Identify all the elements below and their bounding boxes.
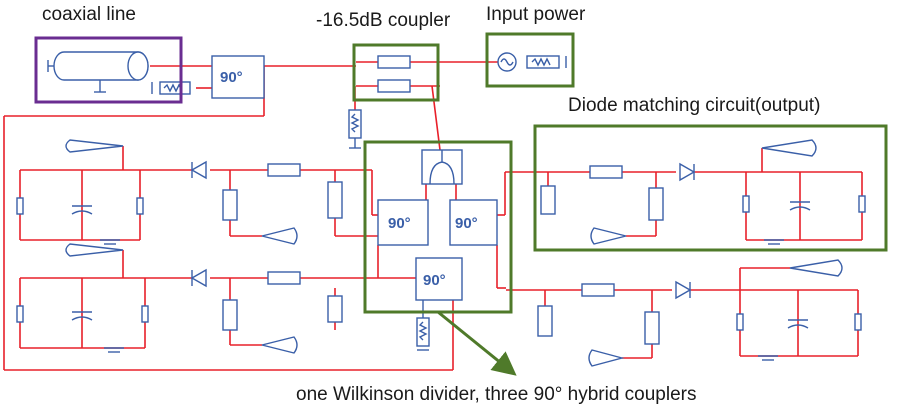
hybrid-label: 90°	[220, 69, 243, 86]
diode-matching-highlight	[533, 124, 888, 252]
diode-icon	[190, 160, 207, 180]
coupler-line-top	[377, 55, 411, 69]
diode-matching-label: Diode matching circuit(output)	[568, 95, 821, 116]
radial-stub	[65, 243, 124, 257]
load-resistor	[141, 305, 149, 323]
radial-stub	[588, 349, 625, 367]
input-power-highlight	[485, 32, 575, 88]
load-resistor	[858, 195, 866, 213]
hybrid-coupler-2	[377, 199, 429, 246]
series-resistor	[581, 283, 615, 297]
radial-stub	[789, 259, 843, 277]
shunt-stub	[327, 181, 343, 219]
shunt-stub	[644, 311, 660, 345]
shunt-stub	[648, 187, 664, 221]
hybrid-coupler-3	[449, 199, 498, 246]
ac-source-icon	[497, 52, 567, 72]
radial-stub	[590, 227, 627, 245]
coaxial-line-highlight	[34, 36, 183, 104]
diode-icon	[679, 162, 696, 182]
output-capacitor	[789, 201, 811, 211]
shunt-stub	[222, 299, 238, 331]
shunt-stub	[327, 295, 343, 323]
radial-stub	[261, 227, 298, 245]
radial-stub	[761, 139, 817, 157]
load-resistor	[136, 197, 144, 215]
input-power-label: Input power	[486, 4, 586, 25]
radial-stub	[65, 139, 124, 153]
coupler-label: -16.5dB coupler	[316, 10, 451, 31]
load-resistor	[16, 197, 24, 215]
output-capacitor	[71, 205, 93, 215]
coupler-line-bottom	[377, 79, 411, 93]
coaxial-line-icon	[47, 51, 149, 93]
hybrid-label: 90°	[423, 272, 446, 289]
load-resistor	[854, 313, 862, 331]
load-resistor	[16, 305, 24, 323]
load-resistor	[736, 313, 744, 331]
wilkinson-divider	[421, 149, 463, 185]
components	[16, 51, 866, 367]
hybrid-label: 90°	[455, 215, 478, 232]
series-resistor	[589, 165, 623, 179]
diode-icon	[190, 268, 207, 288]
coupler-highlight	[352, 43, 440, 102]
coupler-load-resistor	[348, 109, 362, 149]
hybrid-coupler-4	[415, 257, 463, 301]
shunt-stub	[540, 185, 556, 215]
coaxial-line-label: coaxial line	[42, 4, 136, 25]
shunt-stub	[222, 189, 238, 221]
radial-stub	[261, 336, 298, 354]
termination-resistor	[151, 81, 191, 95]
load-resistor	[742, 195, 750, 213]
series-resistor	[267, 163, 301, 177]
hybrid-load-resistor	[416, 300, 430, 351]
output-capacitor	[787, 319, 809, 329]
hybrid-coupler-1	[211, 55, 265, 99]
hybrid-label: 90°	[388, 215, 411, 232]
caption-arrow	[437, 310, 517, 376]
caption: one Wilkinson divider, three 90° hybrid …	[296, 384, 697, 405]
shunt-stub	[537, 305, 553, 337]
output-capacitor	[71, 311, 93, 321]
series-resistor	[267, 271, 301, 285]
diode-icon	[675, 280, 692, 300]
